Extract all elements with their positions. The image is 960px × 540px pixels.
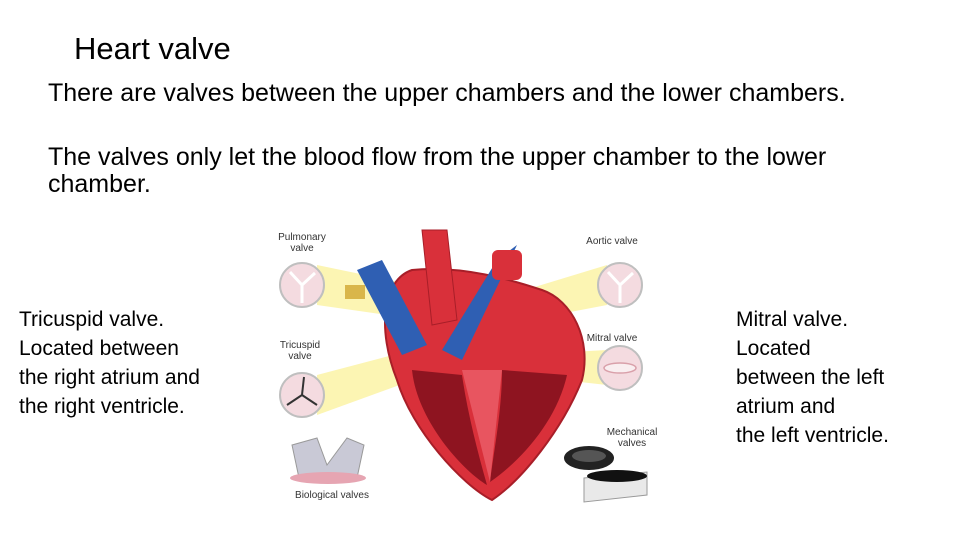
pulmonary-label-line2: valve — [290, 243, 314, 254]
mitral-note-line: the left ventricle. — [736, 424, 889, 447]
pulmonary-label-line1: Pulmonary — [278, 232, 326, 243]
right-ventricle — [412, 370, 487, 485]
tricuspid-label-line1: Tricuspid — [280, 340, 320, 351]
tricuspid-note-line: Tricuspid valve. — [19, 308, 165, 331]
tricuspid-label-line2: valve — [288, 351, 312, 362]
left-ventricle — [490, 370, 567, 482]
aortic-valve-icon — [597, 262, 643, 308]
mechanical-valve-icon — [564, 446, 648, 503]
tricuspid-note: Tricuspid valve. Located between the rig… — [19, 305, 249, 421]
left-vessel-stub — [345, 285, 365, 299]
mitral-note-line: Mitral valve. — [736, 308, 849, 331]
septum — [462, 370, 502, 482]
tricuspid-valve-icon — [279, 372, 325, 418]
mitral-note: Mitral valve. Located between the left a… — [736, 305, 936, 450]
aortic-label: Aortic valve — [586, 236, 638, 247]
mechanical-label-line1: Mechanical — [607, 427, 658, 438]
biological-valve-icon — [290, 437, 366, 484]
pulmonary-valve-icon — [279, 262, 325, 308]
intro-paragraph: There are valves between the upper chamb… — [48, 79, 846, 107]
flow-paragraph: The valves only let the blood flow from … — [48, 143, 827, 198]
right-vessel — [492, 250, 522, 280]
aorta-arch — [421, 229, 458, 326]
heart-valve-illustration: Pulmonary valve Aortic valve Tricuspid v… — [262, 210, 682, 510]
mitral-note-line: atrium and — [736, 395, 836, 418]
tricuspid-note-line: the right ventricle. — [19, 395, 185, 418]
mitral-label: Mitral valve — [587, 333, 638, 344]
mitral-note-line: Located — [736, 337, 811, 360]
mechanical-label-line2: valves — [618, 438, 646, 449]
mitral-valve-icon — [597, 345, 643, 391]
tricuspid-note-line: Located between — [19, 337, 179, 360]
slide-title: Heart valve — [74, 31, 231, 66]
tricuspid-note-line: the right atrium and — [19, 366, 200, 389]
superior-vena-cava — [357, 260, 427, 355]
mitral-note-line: between the left — [736, 366, 885, 389]
biological-label: Biological valves — [295, 490, 369, 501]
